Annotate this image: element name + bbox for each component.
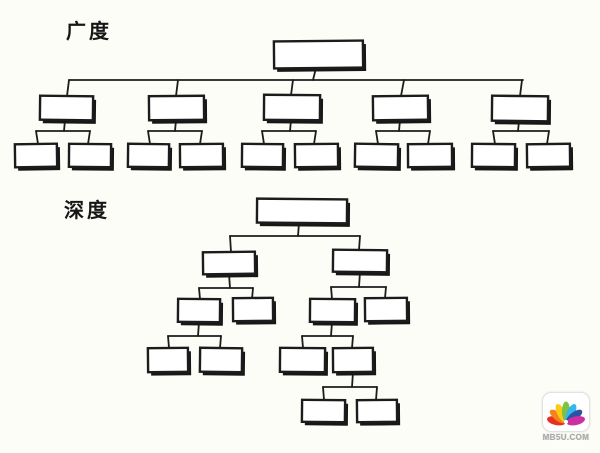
connector xyxy=(290,79,294,96)
connector xyxy=(198,287,201,300)
tree-node xyxy=(371,94,432,124)
tree-node xyxy=(231,296,277,325)
tree-node xyxy=(176,297,224,326)
tree-node xyxy=(331,248,391,276)
connector xyxy=(351,335,354,349)
tree-node xyxy=(470,142,519,171)
tree-node xyxy=(278,346,329,376)
connector xyxy=(229,235,232,253)
connector xyxy=(330,286,333,300)
connector xyxy=(175,79,179,97)
logo-badge xyxy=(542,392,590,432)
tree-node xyxy=(300,398,349,426)
connector xyxy=(147,130,151,145)
connector xyxy=(322,386,325,401)
connector xyxy=(400,79,405,97)
tree-node xyxy=(13,142,61,171)
connector xyxy=(384,286,387,299)
depth-tree xyxy=(146,197,411,426)
peacock-logo-icon xyxy=(547,401,585,426)
tree-node xyxy=(67,142,115,171)
watermark-text: MB5U.COM xyxy=(542,433,590,442)
connector xyxy=(375,130,379,145)
connector xyxy=(546,130,550,145)
tree-node xyxy=(272,39,367,72)
tree-node xyxy=(255,197,351,227)
tree-node xyxy=(240,142,287,171)
connector xyxy=(261,130,265,145)
watermark: MB5U.COM xyxy=(540,392,592,442)
tree-node xyxy=(201,250,259,278)
connector xyxy=(35,130,39,145)
connector xyxy=(358,235,361,251)
connector xyxy=(66,79,70,97)
connector xyxy=(301,335,304,349)
tree-node xyxy=(525,142,574,171)
breadth-tree xyxy=(13,39,574,171)
tree-node xyxy=(146,346,192,376)
tree-node xyxy=(147,94,208,124)
tree-node xyxy=(353,142,402,171)
connector xyxy=(492,130,496,145)
tree-node xyxy=(178,142,227,171)
tree-node xyxy=(490,94,552,125)
connector xyxy=(313,130,317,145)
breadth-section-label: 广度 xyxy=(66,21,112,43)
connector xyxy=(375,386,378,401)
tree-node xyxy=(126,142,173,171)
tree-node xyxy=(308,297,359,326)
tree-node xyxy=(355,398,401,426)
tree-node xyxy=(331,346,377,376)
tree-node xyxy=(293,142,342,171)
connector xyxy=(427,130,431,145)
depth-section-label: 深度 xyxy=(64,200,110,222)
tree-node xyxy=(38,94,97,124)
connector xyxy=(87,130,91,145)
tree-node xyxy=(198,346,246,376)
connector xyxy=(167,335,170,349)
tree-node xyxy=(406,142,456,171)
connector xyxy=(219,335,222,349)
tree-node xyxy=(262,93,324,124)
tree-node xyxy=(363,296,411,325)
connector xyxy=(199,130,203,145)
connector xyxy=(519,79,523,97)
